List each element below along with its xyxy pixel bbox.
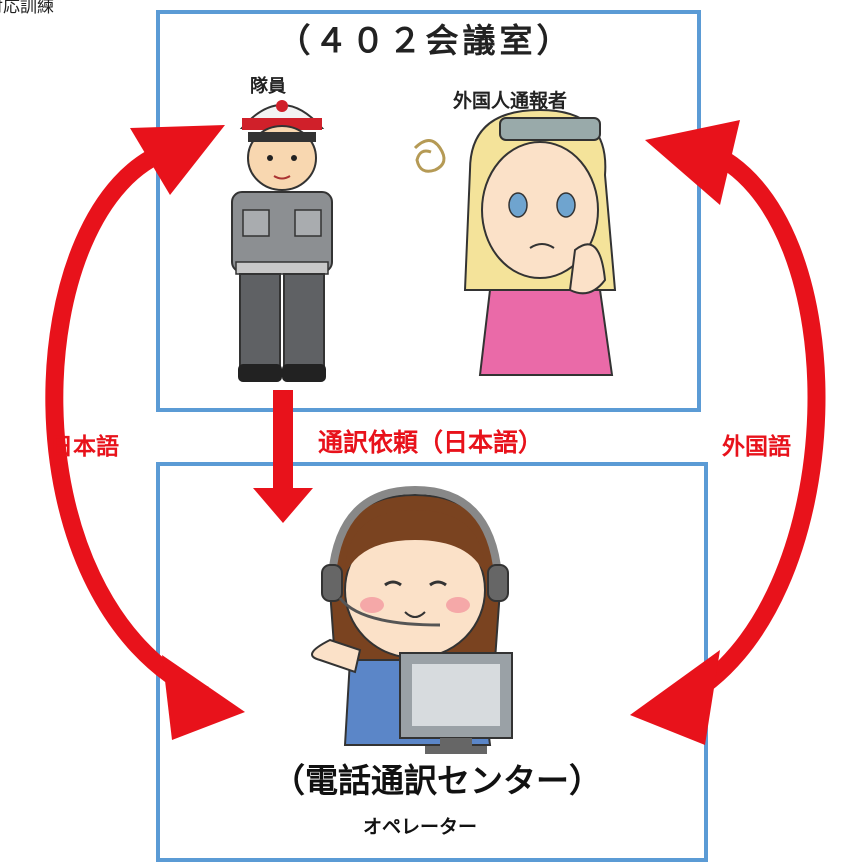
- firefighter-illustration: [231, 100, 333, 382]
- foreign-language-label: 外国語: [722, 434, 791, 460]
- member-label: 隊員: [250, 76, 286, 97]
- japanese-label: 日本語: [50, 434, 119, 460]
- interpretation-request-label: 通訳依頼（日本語）: [318, 428, 544, 457]
- operator-illustration: [311, 485, 513, 754]
- right-arrowhead-bottom: [630, 650, 720, 745]
- right-arrowhead-top: [645, 120, 740, 205]
- left-arrowhead-top: [130, 125, 225, 195]
- call-center-title: （電話通訳センター）: [272, 761, 602, 800]
- diagram-graphics: [45, 100, 826, 754]
- operator-label: オペレーター: [363, 816, 478, 838]
- right-double-arrow: [675, 141, 826, 708]
- left-arrowhead-bottom: [162, 655, 245, 740]
- down-arrow-shaft: [273, 390, 293, 488]
- left-double-arrow: [45, 141, 209, 704]
- down-arrow-head: [253, 488, 313, 523]
- corner-label: 対応訓練: [0, 0, 54, 17]
- foreign-caller-label: 外国人通報者: [453, 90, 568, 112]
- meeting-room-title: （４０２会議室）: [277, 21, 574, 60]
- foreign-caller-illustration: [413, 108, 617, 376]
